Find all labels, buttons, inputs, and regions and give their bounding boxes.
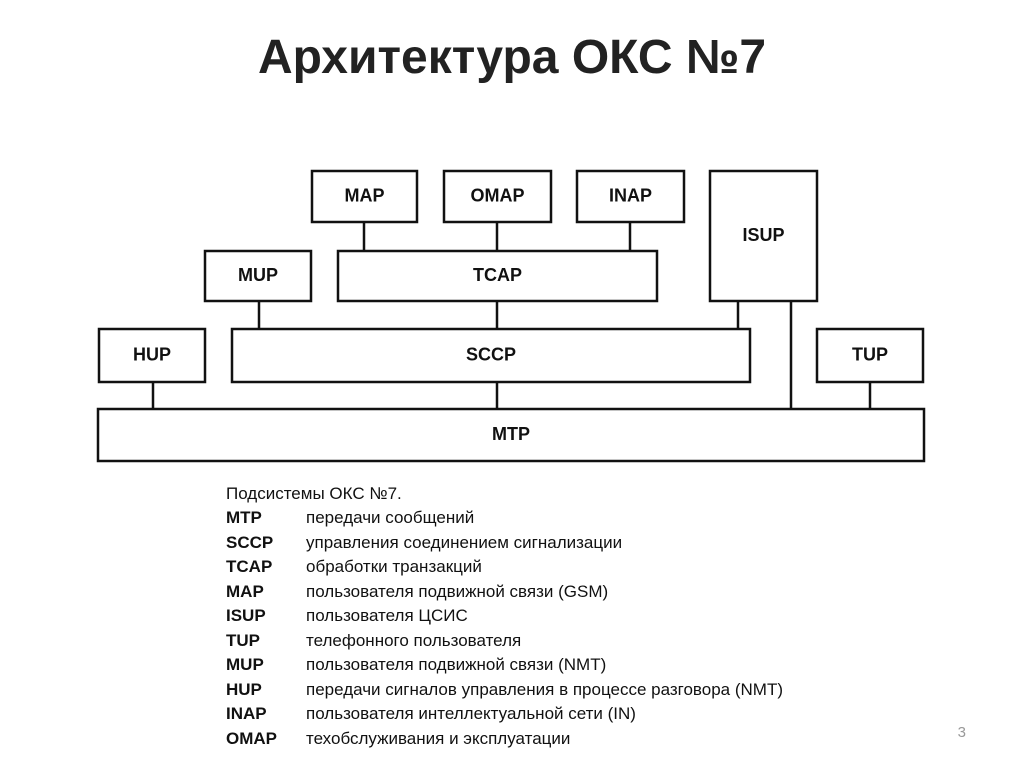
inap-box-label: INAP — [609, 185, 652, 205]
omap-box-label: OMAP — [471, 185, 525, 205]
legend-item: ISUP пользователя ЦСИС — [226, 604, 783, 629]
legend-item-desc: обработки транзакций — [306, 557, 482, 576]
legend-item-abbr: ISUP — [226, 606, 266, 625]
page-number: 3 — [957, 724, 966, 741]
legend-item-desc: пользователя подвижной связи (NMT) — [306, 655, 607, 674]
legend-item-abbr: SCCP — [226, 532, 274, 552]
legend-item: SCCP управления соединением сигнализации — [226, 531, 783, 556]
mup-box: MUP — [203, 249, 313, 303]
page-title: Архитектура ОКС №7 — [257, 31, 767, 84]
legend-item: TUP телефонного пользователя — [226, 629, 783, 654]
omap-box: OMAP — [442, 169, 553, 224]
sccp-box-label: SCCP — [466, 344, 516, 364]
hup-box: HUP — [97, 327, 207, 384]
legend-item: INAP пользователя интеллектуальной сети (… — [226, 702, 783, 727]
legend-item-abbr: TCAP — [226, 557, 273, 576]
tcap-box: TCAP — [336, 249, 659, 303]
legend-item-desc: пользователя интеллектуальной сети (IN) — [306, 704, 636, 723]
legend-item-desc: управления соединением сигнализации — [306, 532, 623, 552]
isup-box-label: ISUP — [742, 225, 784, 245]
mtp-box: MTP — [96, 407, 926, 463]
tup-box-label: TUP — [852, 344, 888, 364]
legend-item: MUP пользователя подвижной связи (NMT) — [226, 653, 783, 678]
legend-item: MTP передачи сообщений — [226, 506, 783, 531]
legend-item-desc: передачи сообщений — [306, 508, 475, 527]
legend-item: OMAP техобслуживания и эксплуатации — [226, 727, 783, 752]
mtp-box-label: MTP — [492, 424, 530, 444]
legend-item-abbr: MTP — [226, 508, 262, 527]
legend-item-desc: передачи сигналов управления в процессе … — [306, 679, 783, 699]
legend-item-abbr: MUP — [226, 655, 264, 674]
legend-item-desc: телефонного пользователя — [306, 630, 522, 650]
inap-box: INAP — [575, 169, 686, 224]
subsystems-legend: Подсистемы ОКС №7. MTP передачи сообщений… — [226, 482, 783, 751]
ss7-architecture-diagram: MAP OMAP INAP ISUP MUP TCAP HUP SCCP TUP… — [96, 169, 926, 463]
tcap-box-label: TCAP — [473, 265, 522, 285]
isup-box: ISUP — [708, 169, 819, 303]
legend-item: MAP пользователя подвижной связи (GSM) — [226, 580, 783, 605]
tup-box: TUP — [815, 327, 925, 384]
legend-item: HUP передачи сигналов управления в процес… — [226, 678, 783, 703]
legend-item-abbr: HUP — [226, 679, 262, 699]
legend-item-desc: пользователя подвижной связи (GSM) — [306, 581, 609, 601]
mup-box-label: MUP — [238, 265, 278, 285]
legend-item: TCAP обработки транзакций — [226, 555, 783, 580]
sccp-box: SCCP — [230, 327, 752, 384]
map-box-label: MAP — [345, 185, 385, 205]
legend-item-abbr: TUP — [226, 630, 260, 650]
legend-item-desc: пользователя ЦСИС — [306, 606, 468, 625]
hup-box-label: HUP — [133, 344, 171, 364]
legend-item-abbr: INAP — [226, 704, 267, 723]
legend-item-abbr: MAP — [226, 581, 264, 601]
legend-heading: Подсистемы ОКС №7. — [226, 484, 402, 503]
legend-item-abbr: OMAP — [226, 728, 277, 748]
map-box: MAP — [310, 169, 419, 224]
legend-item-desc: техобслуживания и эксплуатации — [306, 728, 571, 748]
